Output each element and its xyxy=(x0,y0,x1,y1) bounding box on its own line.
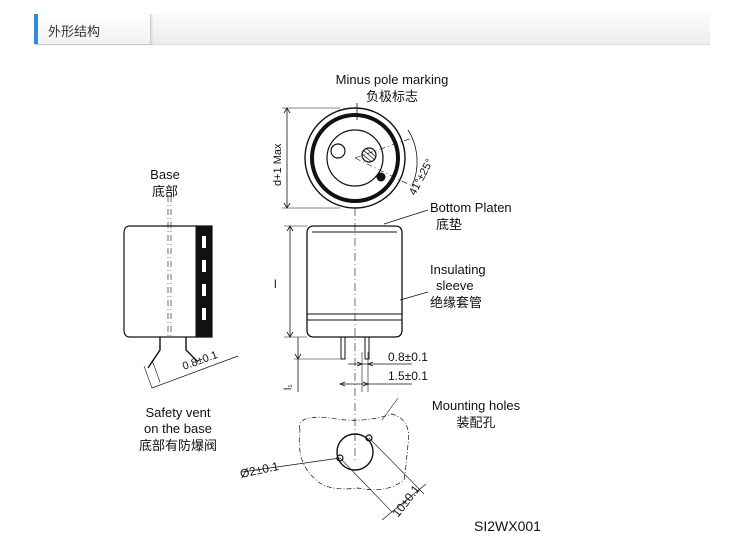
insulating-label-en-2: sleeve xyxy=(436,278,474,293)
left-vent-slot-4 xyxy=(202,308,206,320)
minus-pole-mark xyxy=(376,172,386,182)
diameter-arrows xyxy=(283,107,291,209)
base-label-en: Base xyxy=(150,167,180,182)
length-arrows xyxy=(286,225,294,338)
front-lead-1 xyxy=(340,336,346,360)
left-vent-slot-2 xyxy=(202,260,206,272)
angle-dim-label: 41°±25° xyxy=(407,157,436,197)
bottom-platen-leader xyxy=(383,209,429,225)
hole-spacing-dim-line xyxy=(381,483,427,521)
section-tab[interactable]: 外形结构 xyxy=(34,14,151,44)
left-body xyxy=(123,225,213,338)
top-view-inner-circle xyxy=(326,129,384,187)
bottom-platen-label-en: Bottom Platen xyxy=(430,200,512,215)
left-pin-dim-label: 0.8±0.1 xyxy=(181,349,220,373)
left-pin-ext-2 xyxy=(151,359,161,383)
left-pin-ext-1 xyxy=(143,365,153,389)
insulating-label-cn: 绝缘套管 xyxy=(430,295,482,310)
mounting-hole-2 xyxy=(365,434,373,442)
insulating-label-en-1: Insulating xyxy=(430,262,486,277)
diameter-dim-label: d+1 Max xyxy=(272,143,284,186)
length-dim-label: l xyxy=(274,277,277,291)
left-lead-1 xyxy=(147,337,161,369)
pin-width-arrows xyxy=(356,361,374,367)
mounting-holes-label-cn: 装配孔 xyxy=(456,415,495,430)
mounting-holes-label-en: Mounting holes xyxy=(432,398,521,413)
front-lead-2 xyxy=(364,336,370,360)
minus-pole-label-cn: 负极标志 xyxy=(366,89,418,104)
section-title: 外形结构 xyxy=(48,24,101,39)
safety-vent-label-en-1: Safety vent xyxy=(145,405,210,420)
lead-length-arrow xyxy=(294,353,302,360)
pin-spacing-dim-label: 1.5±0.1 xyxy=(388,369,428,383)
safety-vent-label-cn: 底部有防爆阀 xyxy=(139,438,217,453)
hole-spacing-ext-2 xyxy=(368,437,425,495)
pcb-outline xyxy=(298,413,409,491)
top-view-rim xyxy=(310,113,400,203)
insulating-sleeve-leader xyxy=(399,291,429,301)
left-pin-dim-line xyxy=(151,355,239,389)
mounting-circle xyxy=(336,433,374,471)
left-vent-slot-3 xyxy=(202,284,206,296)
hole-spacing-dim-label: 10±0.1 xyxy=(389,482,423,520)
pin-spacing-arrows xyxy=(338,381,370,387)
left-lead-2 xyxy=(185,337,199,363)
mounting-holes-view xyxy=(241,397,427,521)
minus-terminal xyxy=(330,143,346,159)
hole-diameter-leader xyxy=(241,457,341,473)
safety-vent-label-en-2: on the base xyxy=(144,421,212,436)
pin-width-dim-label: 0.8±0.1 xyxy=(388,350,428,364)
angle-ref-line-2 xyxy=(354,157,413,187)
minus-pole-label-en: Minus pole marking xyxy=(336,72,449,87)
hole-spacing-ext-1 xyxy=(339,457,393,513)
mounting-holes-leader xyxy=(381,397,399,421)
section-header: 外形结构 xyxy=(34,14,710,45)
hole-diameter-dim-label: Ø2±0.1 xyxy=(239,459,281,481)
front-body xyxy=(306,225,403,338)
mounting-hole-1 xyxy=(336,454,344,462)
left-base-band xyxy=(195,225,213,338)
left-vent-slot-1 xyxy=(202,236,206,248)
angle-ref-line-1 xyxy=(354,137,413,159)
front-sleeve-lines xyxy=(307,231,402,321)
plus-terminal xyxy=(361,147,377,163)
left-side-view xyxy=(123,196,239,389)
lead-length-dim-label: l₁ xyxy=(283,384,294,390)
bottom-platen-label-cn: 底垫 xyxy=(436,217,462,232)
section-tab-accent xyxy=(34,14,38,44)
front-side-view xyxy=(284,208,429,460)
angle-arc xyxy=(407,129,418,187)
base-label-cn: 底部 xyxy=(152,184,178,199)
model-code-label: SI2WX001 xyxy=(474,518,541,534)
top-view xyxy=(282,103,418,209)
